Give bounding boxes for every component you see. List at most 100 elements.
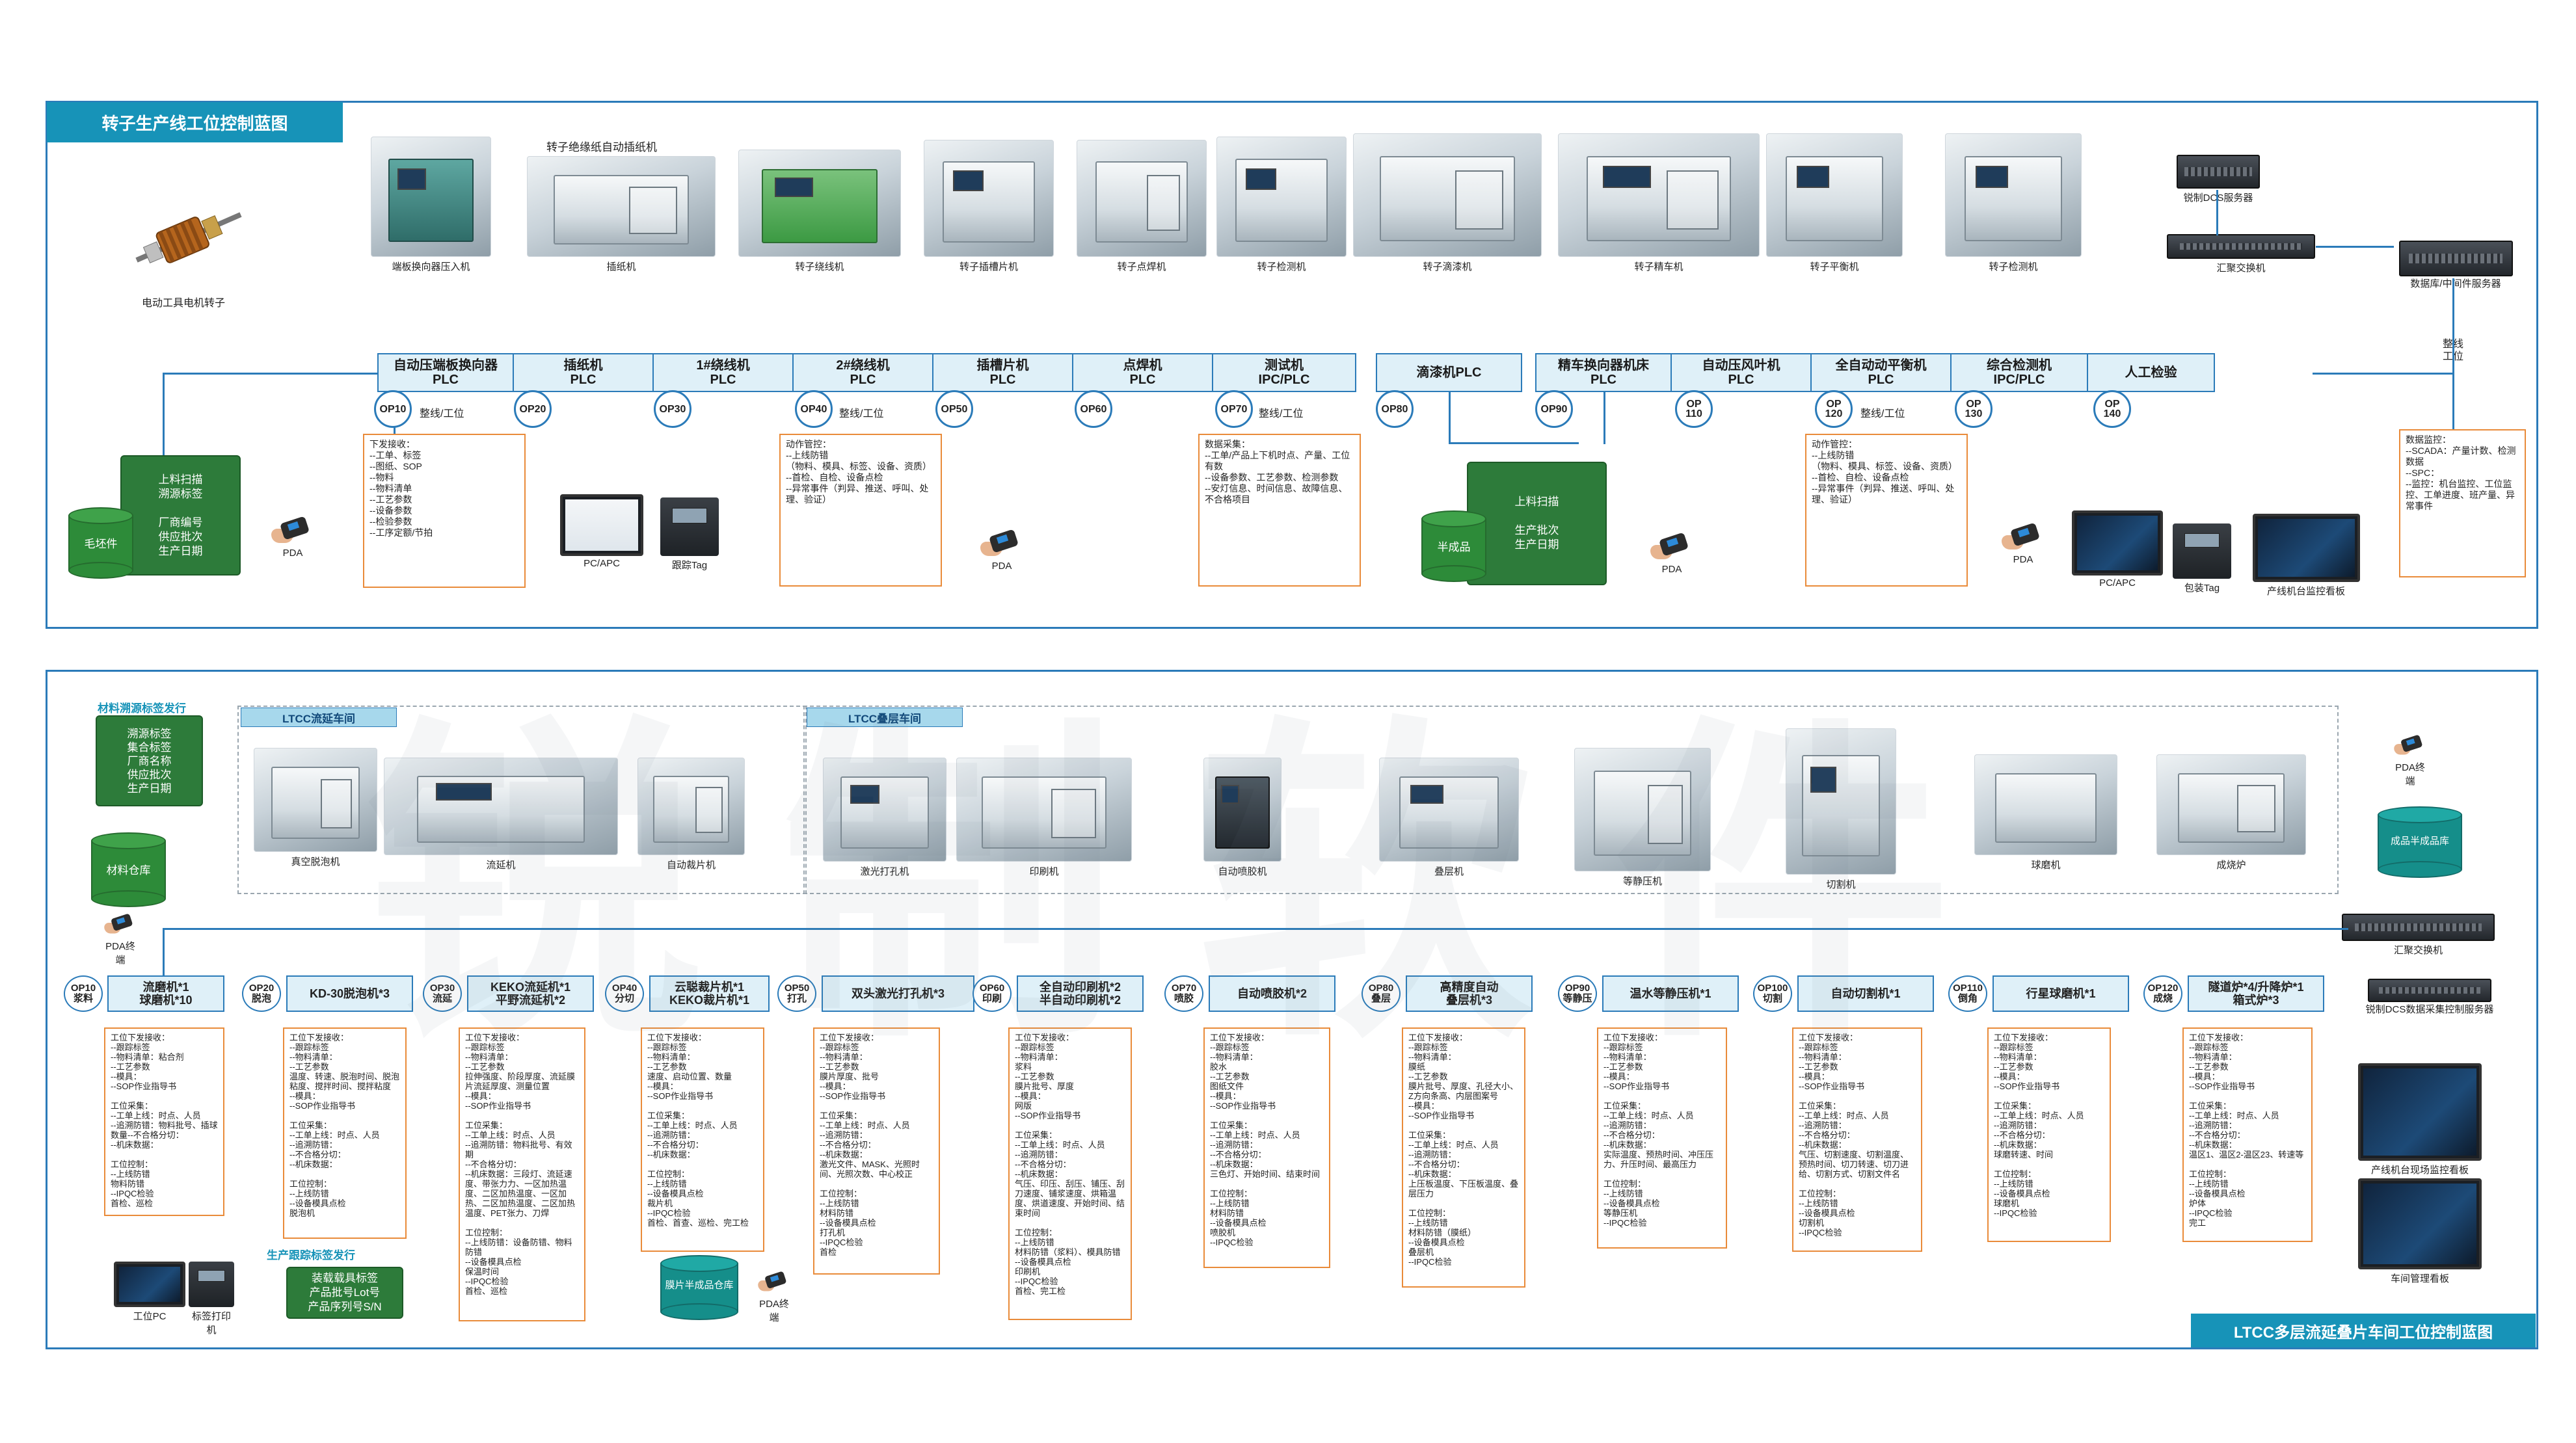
aggregation-switch-top: 汇聚交换机 — [2166, 234, 2316, 274]
station-manual[interactable]: 人工检验 — [2088, 353, 2215, 392]
incoming-scan-box: 上料扫描 溯源标签 厂商编号 供应批次 生产日期 — [120, 455, 241, 576]
top-left-bracket-v — [163, 373, 165, 456]
blank-parts-storage: 毛坯件 — [68, 507, 133, 579]
op-70[interactable]: OP70 — [1215, 390, 1253, 428]
bop-70[interactable]: OP70 喷胶 — [1164, 975, 1203, 1012]
machine-balance: 转子平衡机 — [1766, 133, 1903, 273]
db-middleware-server: 数据库/中间件服务器 — [2394, 241, 2517, 290]
machine-auto-cut-sheet: 自动裁片机 — [637, 758, 745, 871]
bottom-infobox-op30: 工位下发接收： --跟踪标签 --物料清单： --工艺参数 拉伸强度、阶段厚度、… — [459, 1027, 585, 1321]
bop-100[interactable]: OP100 切割 — [1753, 975, 1792, 1012]
station-drip[interactable]: 滴漆机PLC — [1376, 353, 1522, 392]
bottom-infobox-op100: 工位下发接收： --跟踪标签 --物料清单： --工艺参数 --模具： --SO… — [1792, 1027, 1922, 1252]
bop-110[interactable]: OP110 倒角 — [1948, 975, 1987, 1012]
bop-120[interactable]: OP120 成烧 — [2143, 975, 2182, 1012]
op-80[interactable]: OP80 — [1376, 390, 1414, 428]
machine-endplate-press: 端板换向器压入机 — [371, 137, 491, 273]
workshop-board[interactable]: 车间管理看板 — [2355, 1178, 2485, 1285]
stacking-workshop-title: LTCC叠层车间 — [807, 708, 963, 727]
bop-30[interactable]: OP30 流延 — [423, 975, 462, 1012]
op-40[interactable]: OP40 — [795, 390, 833, 428]
workstation-pc[interactable]: 工位PC — [111, 1262, 189, 1323]
bop-40[interactable]: OP40 分切 — [605, 975, 644, 1012]
machine-laser-drill: 激光打孔机 — [823, 758, 946, 878]
bottom-infobox-op20: 工位下发接收： --跟踪标签 --物料清单： --工艺参数 温度、转速、脱泡时间… — [283, 1027, 407, 1239]
pc-apc-1[interactable]: PC/APC — [556, 494, 647, 569]
bop-20[interactable]: OP20 脱泡 — [242, 975, 281, 1012]
op-60[interactable]: OP60 — [1075, 390, 1112, 428]
label-printer[interactable]: 标签打印机 — [185, 1262, 237, 1336]
semi-product-storage: 半成品 — [1421, 510, 1486, 582]
op-140[interactable]: OP 140 — [2093, 390, 2131, 428]
op-10[interactable]: OP10 — [374, 390, 412, 428]
bop-50[interactable]: OP50 打孔 — [777, 975, 816, 1012]
rotor-caption: 电动工具电机转子 — [142, 298, 226, 309]
op-50[interactable]: OP50 — [935, 390, 973, 428]
dcs-server: 锐制DCS服务器 — [2176, 155, 2261, 204]
op-110[interactable]: OP 110 — [1675, 390, 1713, 428]
pda-left[interactable]: PDA终端 — [94, 910, 146, 966]
tag-printer-1[interactable]: 跟踪Tag — [654, 497, 725, 572]
pda-right[interactable]: PDA终端 — [2384, 732, 2436, 788]
drip-link — [1449, 392, 1451, 444]
bottom-infobox-op50: 工位下发接收： --跟踪标签 --物料清单： --工艺参数 膜片厚度、批号 --… — [813, 1027, 940, 1275]
bop-60[interactable]: OP60 印刷 — [973, 975, 1012, 1012]
material-warehouse: 材料仓库 — [91, 832, 166, 907]
bstation-90[interactable]: 温水等静压机*1 — [1602, 975, 1739, 1012]
pda-2[interactable]: PDA — [969, 529, 1034, 572]
bstation-70[interactable]: 自动喷胶机*2 — [1209, 975, 1335, 1012]
bop-80[interactable]: OP80 叠层 — [1362, 975, 1401, 1012]
production-tag-box: 装载载具标签 产品批号Lot号 产品序列号S/N — [286, 1267, 403, 1319]
tag-printer-2[interactable]: 包装Tag — [2166, 523, 2238, 594]
pc-apc-2[interactable]: PC/APC — [2069, 510, 2166, 589]
bstation-100[interactable]: 自动切割机*1 — [1797, 975, 1934, 1012]
machine-paper-insert: 插纸机 — [527, 156, 716, 273]
casting-workshop-title: LTCC流延车间 — [241, 708, 397, 727]
op10-to-box — [394, 426, 396, 434]
op40-note: 整线/工位 — [839, 408, 884, 419]
bop-90[interactable]: OP90 等静压 — [1558, 975, 1597, 1012]
line-monitor-board[interactable]: 产线机台监控看板 — [2251, 514, 2361, 598]
pda-4[interactable]: PDA — [1991, 522, 2056, 565]
op70-note: 整线/工位 — [1259, 408, 1304, 419]
machine-test-1: 转子检测机 — [1216, 137, 1347, 273]
pda-1[interactable]: PDA — [260, 516, 325, 559]
bottom-infobox-op90: 工位下发接收： --跟踪标签 --物料清单： --工艺参数 --模具： --SO… — [1597, 1027, 1727, 1249]
bop-10[interactable]: OP10 浆料 — [64, 975, 103, 1012]
op-30[interactable]: OP30 — [654, 390, 691, 428]
machine-drip: 转子滴漆机 — [1353, 133, 1542, 273]
bstation-50[interactable]: 双头激光打孔机*3 — [822, 975, 974, 1012]
machine-ball-mill: 球磨机 — [1974, 754, 2117, 871]
line-field-board[interactable]: 产线机台现场监控看板 — [2355, 1063, 2485, 1176]
pda-mid[interactable]: PDA终端 — [748, 1268, 800, 1324]
bstation-110[interactable]: 行星球磨机*1 — [1992, 975, 2129, 1012]
bstation-20[interactable]: KD-30脱泡机*3 — [286, 975, 413, 1012]
op-90[interactable]: OP90 — [1535, 390, 1573, 428]
op-120[interactable]: OP 120 — [1815, 390, 1853, 428]
top-infobox-receive: 下发接收： --工单、标签 --图纸、SOP --物料 --物料清单 --工艺参… — [363, 434, 526, 588]
op-20[interactable]: OP20 — [514, 390, 552, 428]
bstation-80[interactable]: 高精度自动叠层机*3 — [1406, 975, 1533, 1012]
op-130[interactable]: OP 130 — [1955, 390, 1992, 428]
top-left-bracket — [163, 373, 377, 375]
pda-3[interactable]: PDA — [1639, 532, 1704, 575]
finished-semi-warehouse: 成品半成品库 — [2378, 806, 2462, 878]
